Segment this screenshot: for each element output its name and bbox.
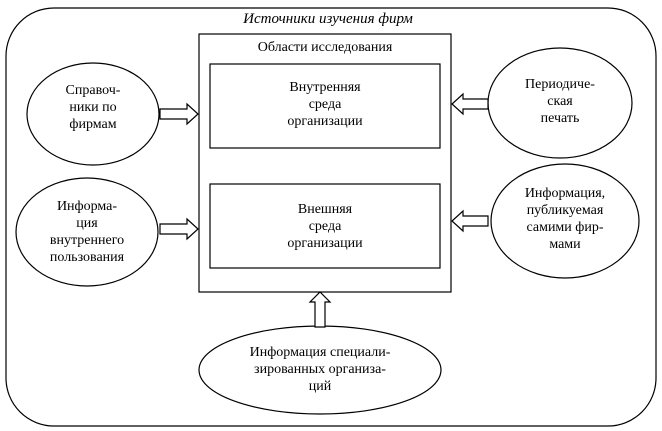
company-info-arrow — [451, 209, 489, 233]
internal-environment-label: Внутренняя среда организации — [287, 80, 363, 129]
outer-title: Источники изучения фирм — [226, 11, 430, 28]
internal-info-ellipse — [15, 177, 159, 287]
internal-environment-box — [209, 63, 441, 149]
periodicals-label: Периодиче- ская печать — [525, 77, 595, 126]
research-area-title: Области исследования — [257, 40, 393, 55]
specialized-info-label: Информация специали- зированных организа… — [249, 345, 391, 394]
specialized-info-arrow — [308, 291, 332, 328]
periodicals-arrow — [451, 92, 489, 116]
external-environment-box — [209, 183, 441, 269]
directories-ellipse — [26, 62, 160, 166]
internal-info-label: Информа- ция внутреннего пользования — [49, 199, 125, 265]
internal-info-arrow — [159, 217, 199, 241]
external-environment-label: Внешняя среда организации — [287, 202, 363, 251]
directories-arrow — [159, 102, 199, 126]
company-info-ellipse — [490, 163, 640, 279]
directories-label: Справоч- ники по фирмам — [65, 83, 121, 132]
company-info-label: Информация, публикуемая самими фир- мами — [524, 186, 606, 252]
